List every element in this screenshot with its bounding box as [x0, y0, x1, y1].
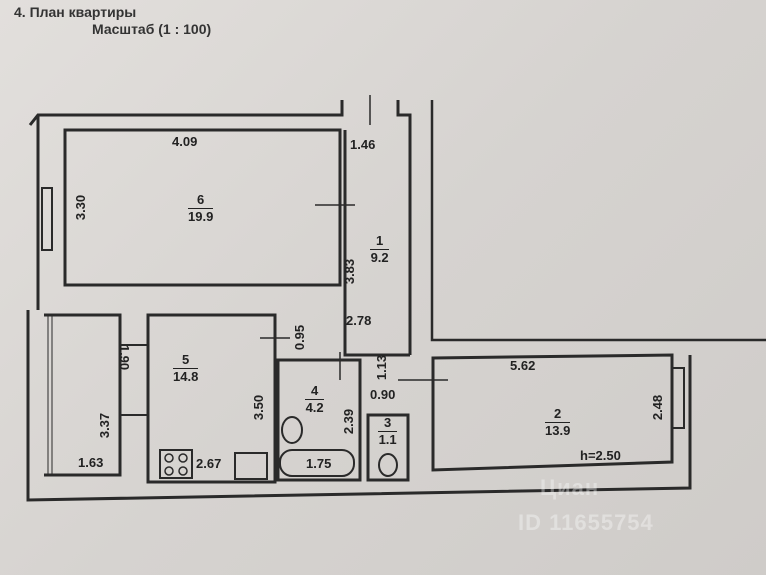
sink: [281, 416, 303, 444]
dim-4-09: 4.09: [172, 134, 198, 149]
loggia-walls: [44, 313, 122, 477]
dim-3-30: 3.30: [73, 194, 89, 221]
toilet: [378, 453, 398, 477]
watermark-brand: Циан: [540, 475, 600, 500]
dim-3-83: 3.83: [342, 258, 358, 285]
kitchen-sink: [234, 452, 268, 480]
dim-1-90: 1.90: [117, 344, 133, 371]
room-1-walls: [343, 130, 410, 357]
dim-2-78: 2.78: [346, 313, 372, 328]
room-4-walls: [276, 358, 362, 482]
neighbor-wall: [430, 100, 766, 342]
dim-3-50: 3.50: [251, 394, 267, 421]
dim-5-62: 5.62: [510, 358, 536, 373]
dim-0-95: 0.95: [292, 324, 308, 351]
ceiling-height: h=2.50: [580, 448, 621, 463]
window-room-6: [41, 187, 53, 251]
loggia-railing: [47, 315, 53, 475]
room-5-door: [120, 344, 148, 416]
outer-wall-left-bottom: [26, 115, 692, 502]
plan-title: 4. План квартиры: [14, 4, 137, 20]
dim-1-63: 1.63: [78, 455, 104, 470]
dim-1-75: 1.75: [306, 456, 332, 471]
room-5-walls: [146, 313, 277, 484]
door-marks: [260, 95, 448, 381]
dim-2-39: 2.39: [341, 408, 357, 435]
dim-2-48: 2.48: [650, 394, 666, 421]
dim-2-67: 2.67: [196, 456, 222, 471]
dim-0-90: 0.90: [370, 387, 396, 402]
room-3-walls: [366, 413, 410, 482]
plan-scale: Масштаб (1 : 100): [92, 21, 212, 37]
room-6-walls: [63, 128, 342, 287]
room-2-walls: [431, 353, 674, 472]
stove: [159, 449, 193, 479]
bathtub: [279, 449, 355, 477]
dim-3-37: 3.37: [97, 412, 113, 439]
dim-1-46: 1.46: [350, 137, 376, 152]
window-room-2: [671, 367, 685, 429]
watermark-id: ID 11655754: [518, 510, 654, 535]
outer-wall-top: [28, 100, 412, 355]
dim-1-13: 1.13: [374, 354, 390, 381]
